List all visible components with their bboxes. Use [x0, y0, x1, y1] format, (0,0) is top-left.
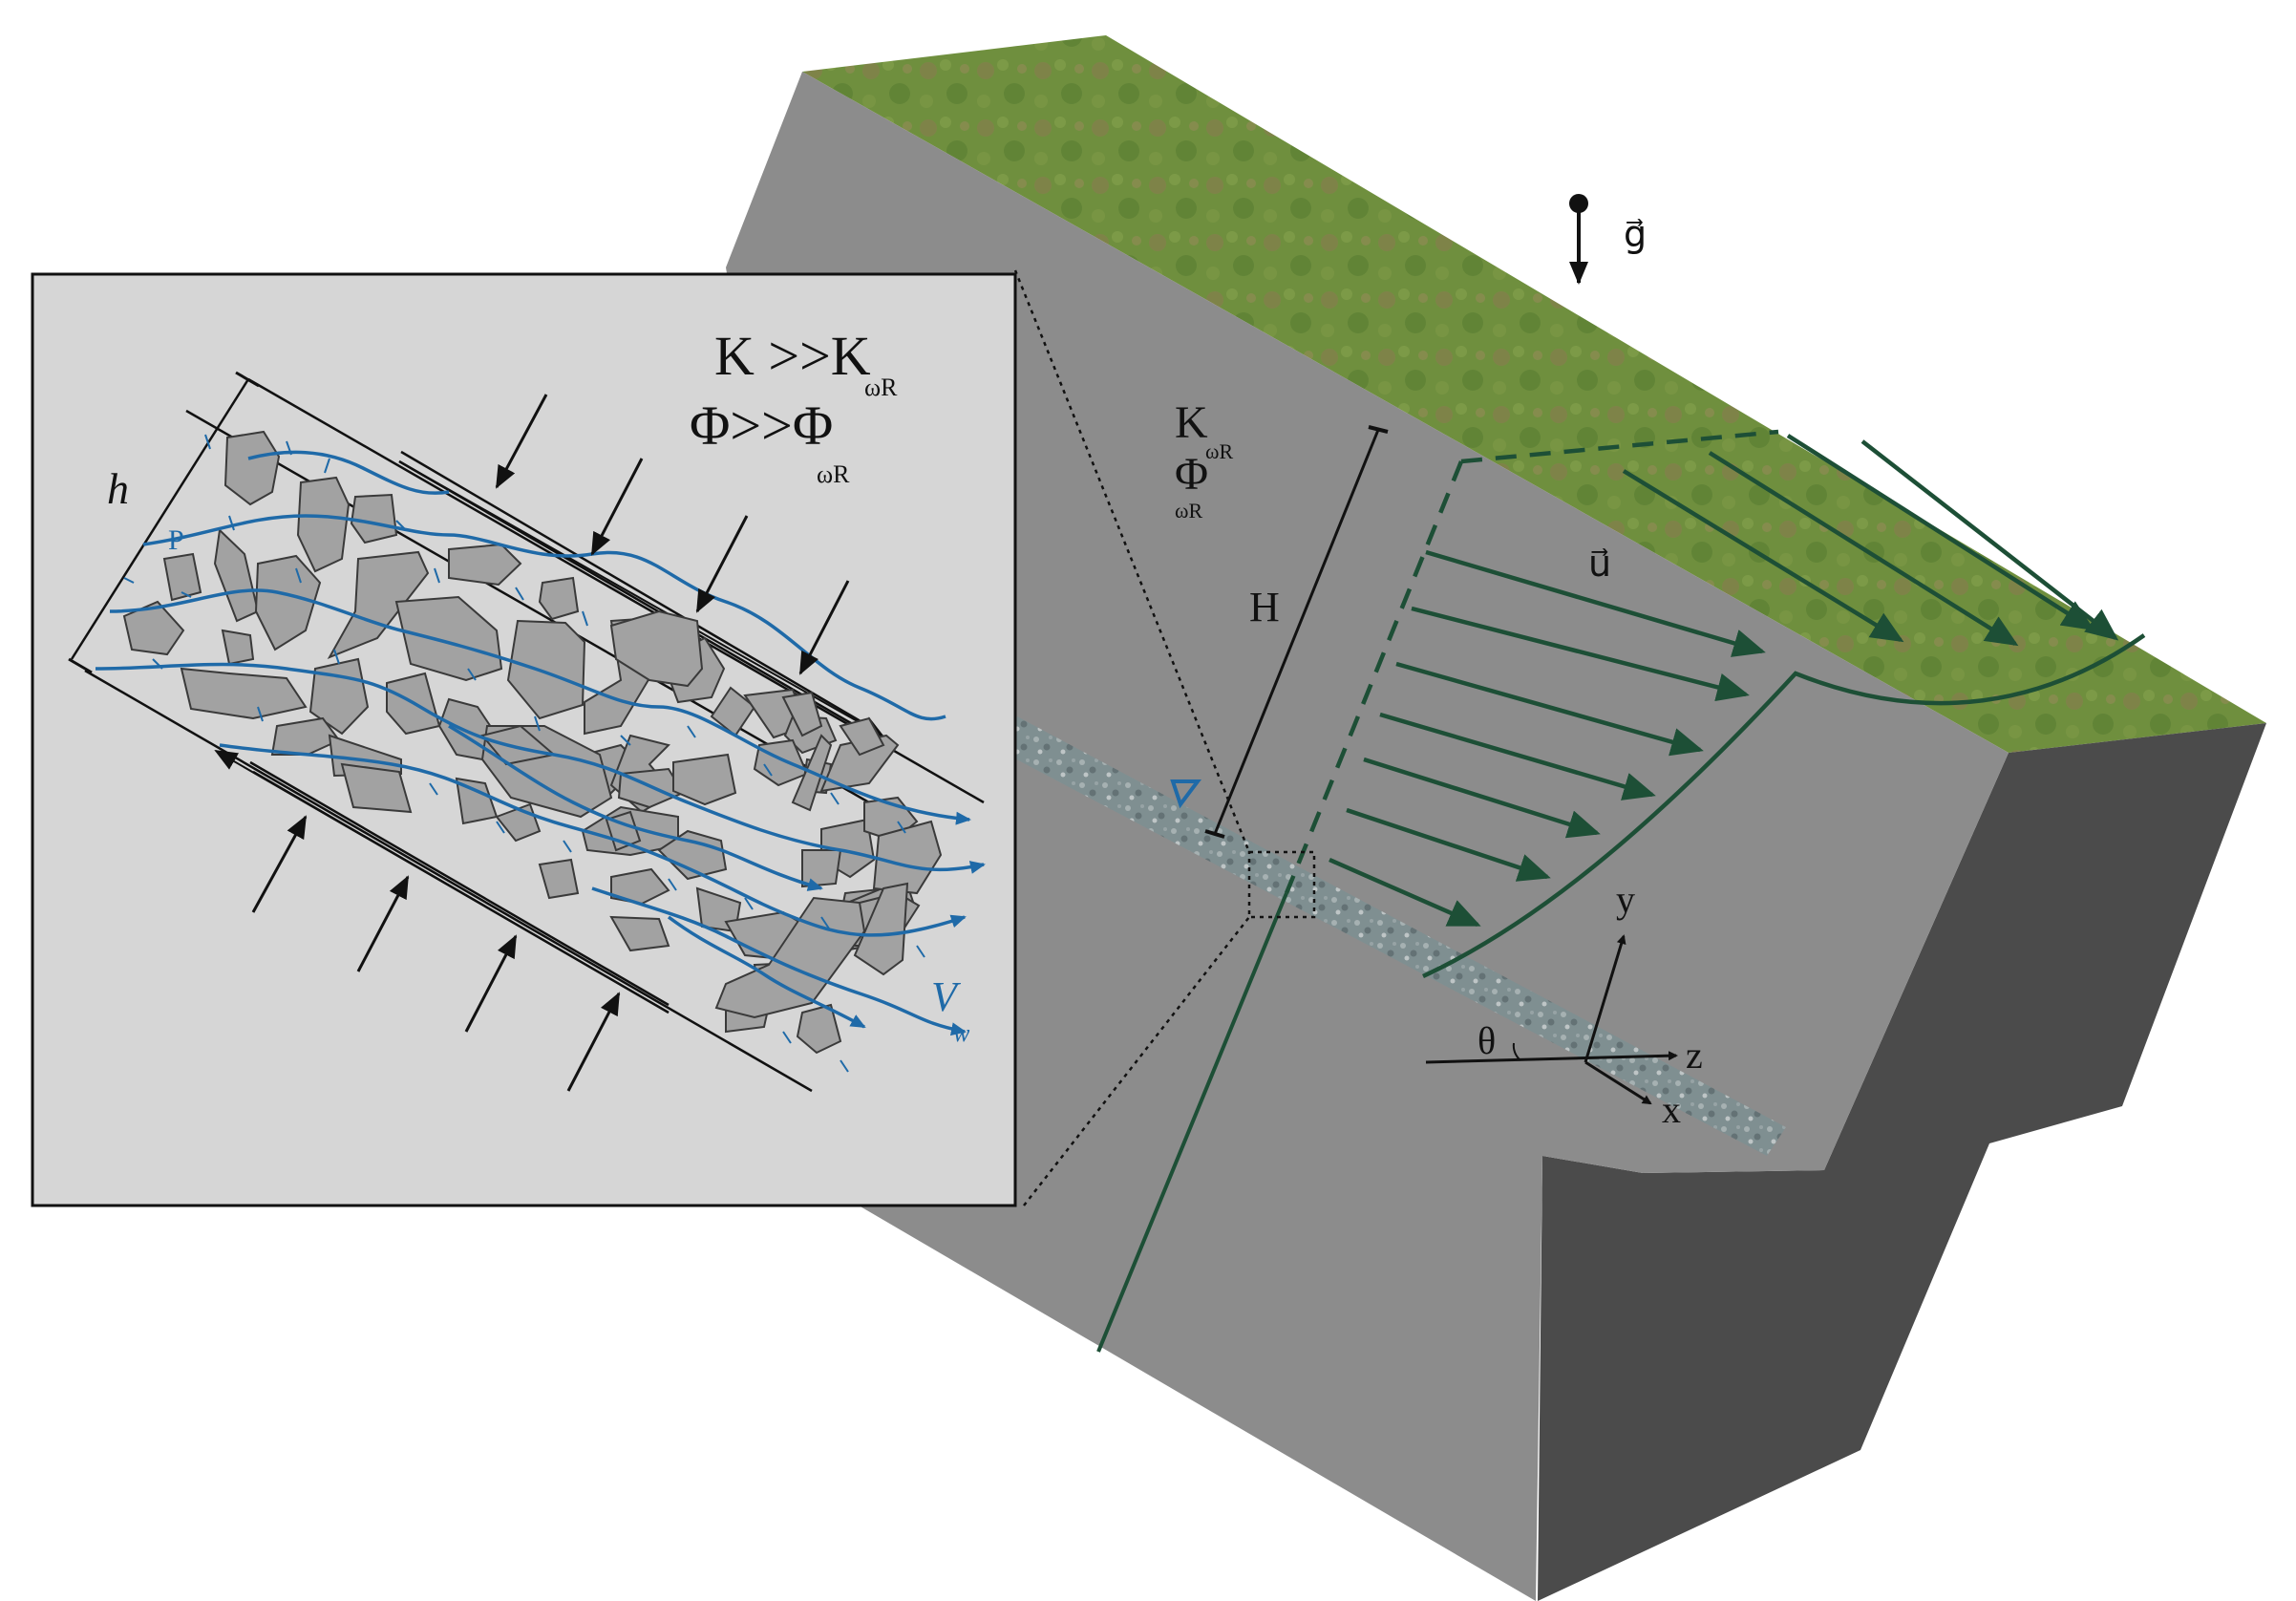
profile-curve	[1422, 633, 2146, 979]
velocity-arrow	[1622, 469, 1904, 643]
relation-Phi: Φ>>Φ	[690, 395, 833, 457]
grain	[781, 691, 823, 737]
relation-Phi-subscript: ωR	[817, 460, 850, 488]
block-K-label: K	[1175, 397, 1208, 448]
velocity-profile: u⃗	[1096, 429, 2146, 1353]
flow-path	[219, 743, 967, 937]
flow-path	[109, 588, 971, 825]
block-side-face	[1538, 723, 2266, 1601]
grain	[296, 476, 351, 573]
stress-arrow	[566, 992, 621, 1092]
flow-path	[448, 724, 823, 891]
stress-arrow	[495, 394, 548, 489]
axis-y-label: y	[1616, 878, 1635, 921]
water-velocity-subscript: w	[953, 1019, 970, 1047]
stress-arrow	[464, 934, 518, 1033]
failure-plane-line	[1096, 892, 1288, 1353]
velocity-arrow	[1425, 549, 1766, 657]
grain	[254, 554, 322, 651]
pressure-label: P	[168, 524, 184, 556]
flow-path	[667, 915, 866, 1029]
grain	[506, 619, 586, 720]
grain	[221, 629, 255, 666]
block-Phi-subscript: ωR	[1175, 499, 1202, 523]
relation-K: K >>K	[714, 325, 871, 387]
grain	[122, 600, 185, 656]
zoom-box	[1247, 850, 1316, 919]
block-properties: K ωR Φ ωR	[1175, 397, 1233, 523]
block-front-face	[726, 72, 2009, 1601]
relation-K-subscript: ωR	[864, 374, 898, 401]
grain	[609, 915, 670, 952]
grain	[538, 576, 580, 621]
grain	[394, 595, 503, 682]
axis-x-label: x	[1662, 1088, 1681, 1131]
grain	[672, 753, 737, 806]
zoom-indicator	[1013, 269, 1316, 1206]
stress-arrow	[590, 458, 644, 556]
velocity-arrow	[1329, 857, 1481, 928]
grain	[327, 550, 430, 659]
gravity-label: g⃗	[1624, 215, 1647, 255]
velocity-arrow	[1860, 439, 2119, 641]
stress-arrow	[798, 580, 850, 675]
velocity-arrow	[1363, 757, 1601, 839]
grain	[853, 882, 909, 976]
grain	[657, 829, 728, 881]
grain	[162, 552, 202, 602]
velocity-arrow	[1379, 712, 1656, 800]
velocity-arrows	[1329, 434, 2119, 928]
profile-top-dashed	[1460, 429, 1779, 464]
velocity-arrow	[1395, 661, 1704, 757]
velocity-arrow	[1411, 606, 1750, 702]
thickness-label: h	[107, 464, 129, 513]
micro-inset: h P V w K >>K ωR Φ>>Φ ωR	[31, 272, 1017, 1207]
water-velocity-label: V	[931, 973, 962, 1020]
water-table-icon	[1170, 779, 1201, 809]
velocity-arrow	[1786, 434, 2095, 631]
flow-path	[95, 662, 986, 874]
stress-arrow	[251, 815, 308, 913]
velocity-label: u⃗	[1588, 544, 1611, 585]
grain	[448, 543, 522, 587]
grain	[609, 609, 704, 688]
block-K-subscript: ωR	[1205, 439, 1233, 463]
velocity-arrow	[1346, 807, 1551, 882]
grain	[872, 820, 943, 895]
stress-arrow	[356, 875, 410, 972]
block-Phi-label: Φ	[1175, 449, 1208, 500]
angle-theta-label: θ	[1478, 1019, 1496, 1062]
pressure-ticks	[123, 434, 925, 1073]
grain	[180, 667, 308, 720]
grain	[801, 849, 842, 888]
gravity-vector: g⃗	[1569, 194, 1647, 285]
grain	[213, 527, 260, 623]
profile-base-dashed	[1284, 460, 1464, 894]
grain	[340, 762, 413, 814]
depth-label: H	[1249, 584, 1280, 630]
normal-stress-arrows	[251, 394, 850, 1092]
grain	[538, 858, 580, 900]
velocity-arrow	[1708, 451, 2019, 647]
depth-dimension: H	[1204, 425, 1389, 839]
axis-z-label: z	[1686, 1034, 1703, 1077]
stress-arrow	[695, 515, 749, 613]
coordinate-axes: y z x θ	[1425, 878, 1703, 1131]
grain	[223, 430, 281, 506]
flow-path	[247, 450, 450, 495]
flow-path	[591, 886, 967, 1036]
grain	[839, 716, 885, 757]
